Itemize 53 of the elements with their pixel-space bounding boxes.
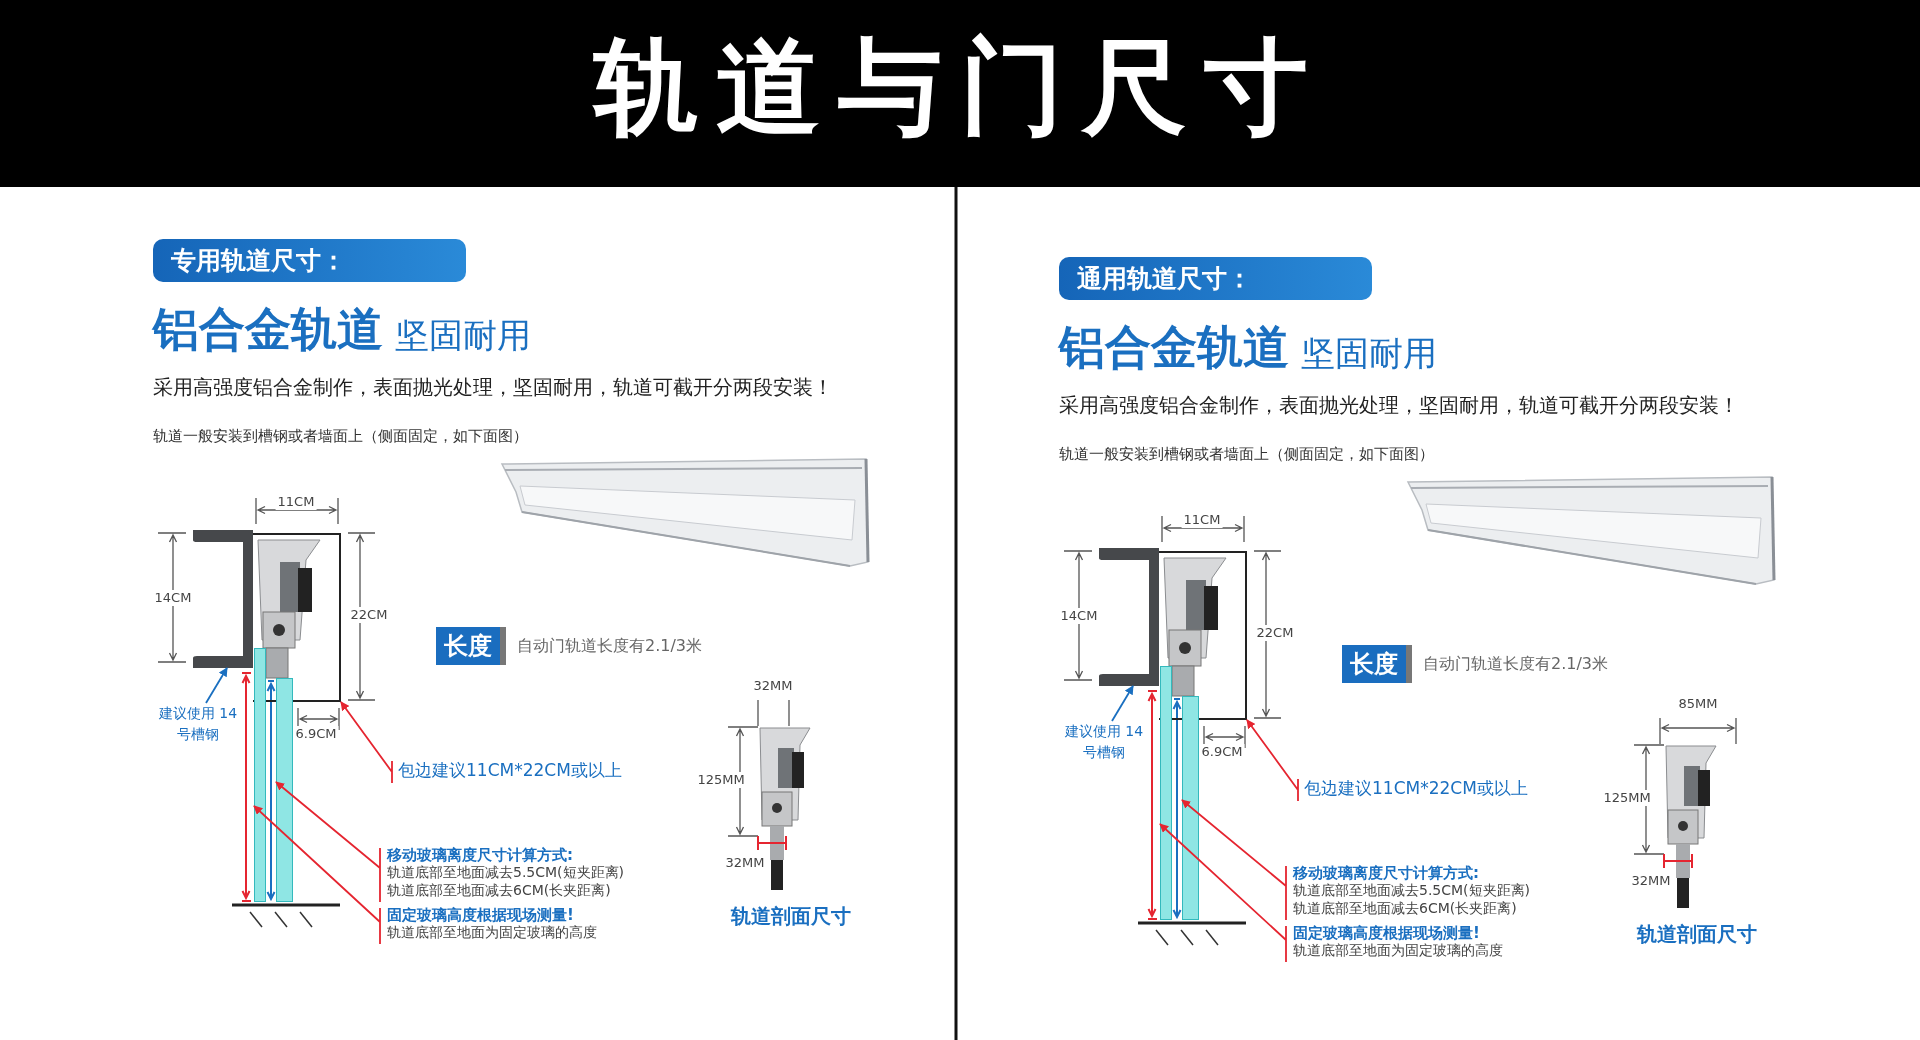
channel-steel-drawing [1099, 548, 1159, 686]
callout-text: 建议使用 14号槽钢 [156, 703, 240, 749]
heading: 铝合金轨道 [1059, 319, 1289, 376]
leader-line [1181, 799, 1287, 921]
glass-pane [254, 648, 266, 902]
subheading: 坚固耐用 [395, 314, 531, 357]
leader-line [253, 805, 381, 945]
section-caption: 轨道剖面尺寸 [1635, 922, 1759, 947]
leader-line [340, 701, 393, 784]
note-text: 轨道底部至地面为固定玻璃的高度 [1293, 942, 1503, 960]
leader-line [275, 781, 381, 903]
length-note: 自动门轨道长度有2.1/3米 [517, 636, 702, 657]
dimension-label: 14CM [1058, 608, 1100, 624]
length-note: 自动门轨道长度有2.1/3米 [1423, 654, 1608, 675]
note-heading: 固定玻璃高度根据现场测量! [1293, 924, 1480, 943]
note-text: 轨道底部至地面减去6CM(长夹距离) [387, 882, 611, 900]
note-text: 轨道一般安装到槽钢或者墙面上（侧面固定，如下面图） [1059, 445, 1434, 464]
glass-pane [276, 678, 293, 902]
channel-steel-drawing [193, 530, 253, 668]
note-text: 轨道底部至地面减去5.5CM(短夹距离) [387, 864, 625, 882]
dimension-label: 22CM [348, 607, 390, 623]
note-text: 轨道底部至地面为固定玻璃的高度 [387, 924, 597, 942]
dimension-label: 11CM [1181, 512, 1223, 528]
page-title: 轨道与门尺寸 [591, 25, 1327, 150]
note-heading: 移动玻璃离度尺寸计算方式: [387, 846, 573, 865]
leader-line [1111, 685, 1134, 722]
length-badge: 长度 [1342, 645, 1412, 683]
callout-text: 包边建议11CM*22CM或以上 [1298, 778, 1544, 802]
heading: 铝合金轨道 [153, 301, 383, 358]
dimension-label: 125MM [695, 772, 747, 788]
heading-badge: 通用轨道尺寸： [1059, 257, 1372, 300]
leader-line [205, 667, 228, 704]
description-text: 采用高强度铝合金制作，表面抛光处理，坚固耐用，轨道可截开分两段安装！ [153, 375, 833, 400]
callout-text: 包边建议11CM*22CM或以上 [392, 760, 638, 784]
dimension-label: 22CM [1254, 625, 1296, 641]
section-caption: 轨道剖面尺寸 [729, 904, 853, 929]
callout-text: 建议使用 14号槽钢 [1062, 721, 1146, 767]
note-text: 轨道底部至地面减去5.5CM(短夹距离) [1293, 882, 1531, 900]
glass-pane [1182, 696, 1199, 920]
dimension-label: 14CM [152, 590, 194, 606]
leader-line [1246, 719, 1299, 802]
heading-badge: 专用轨道尺寸： [153, 239, 466, 282]
glass-pane [1160, 666, 1172, 920]
dimension-label: 11CM [275, 494, 317, 510]
dimension-label: 125MM [1601, 790, 1653, 806]
note-text: 轨道底部至地面减去6CM(长夹距离) [1293, 900, 1517, 918]
note-heading: 移动玻璃离度尺寸计算方式: [1293, 864, 1479, 883]
note-text: 轨道一般安装到槽钢或者墙面上（侧面固定，如下面图） [153, 427, 528, 446]
note-heading: 固定玻璃高度根据现场测量! [387, 906, 574, 925]
length-badge: 长度 [436, 627, 506, 665]
leader-line [1159, 823, 1287, 963]
subheading: 坚固耐用 [1301, 332, 1437, 375]
description-text: 采用高强度铝合金制作，表面抛光处理，坚固耐用，轨道可截开分两段安装！ [1059, 393, 1739, 418]
